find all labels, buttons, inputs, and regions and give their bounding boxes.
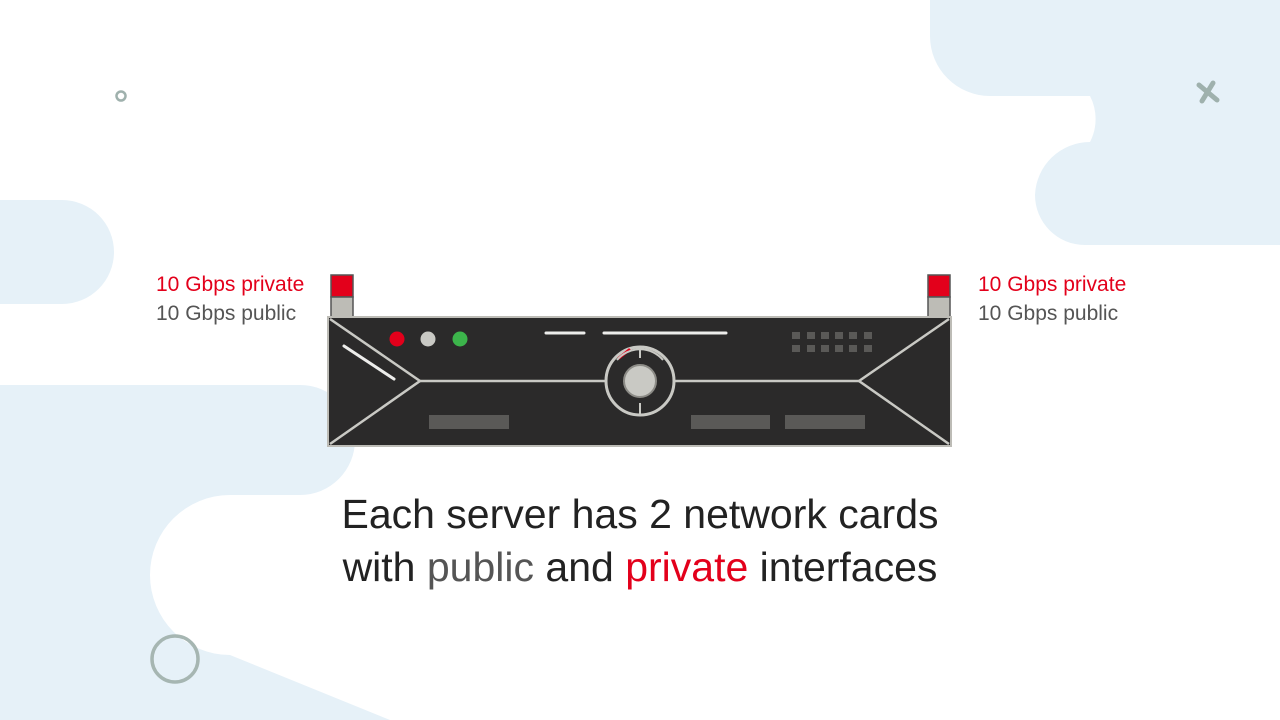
right-private-label: 10 Gbps private [978,273,1127,296]
power-dial-icon [604,345,676,417]
right-network-card-icon [927,274,951,318]
server-icon [327,316,952,447]
drive-slot [691,415,770,429]
caption-mid: and [534,544,626,590]
vent-grid [792,332,872,352]
left-top-blob [0,200,114,304]
caption: Each server has 2 network cards with pub… [0,488,1280,594]
red-led [389,331,405,347]
caption-private-word: private [625,544,749,590]
right-public-label: 10 Gbps public [978,302,1119,325]
green-led [452,331,468,347]
drive-slot [785,415,865,429]
left-public-label: 10 Gbps public [156,302,297,325]
caption-prefix: with [342,544,427,590]
cross-decoration-icon [1196,80,1220,104]
left-private-label: 10 Gbps private [156,273,305,296]
caption-line-1: Each server has 2 network cards [341,491,939,537]
drive-slot [429,415,509,429]
top-right-blob [930,0,1280,245]
left-nic-labels: 10 Gbps private 10 Gbps public [156,270,304,328]
large-circle-icon [150,634,200,684]
right-nic-labels: 10 Gbps private 10 Gbps public [978,270,1126,328]
left-network-card-icon [330,274,354,318]
caption-suffix: interfaces [748,544,938,590]
caption-public-word: public [426,544,534,590]
caption-line-2: with public and private interfaces [0,541,1280,594]
left-bottom-blob [0,385,390,720]
gray-led [420,331,436,347]
small-circle-icon [115,90,127,102]
